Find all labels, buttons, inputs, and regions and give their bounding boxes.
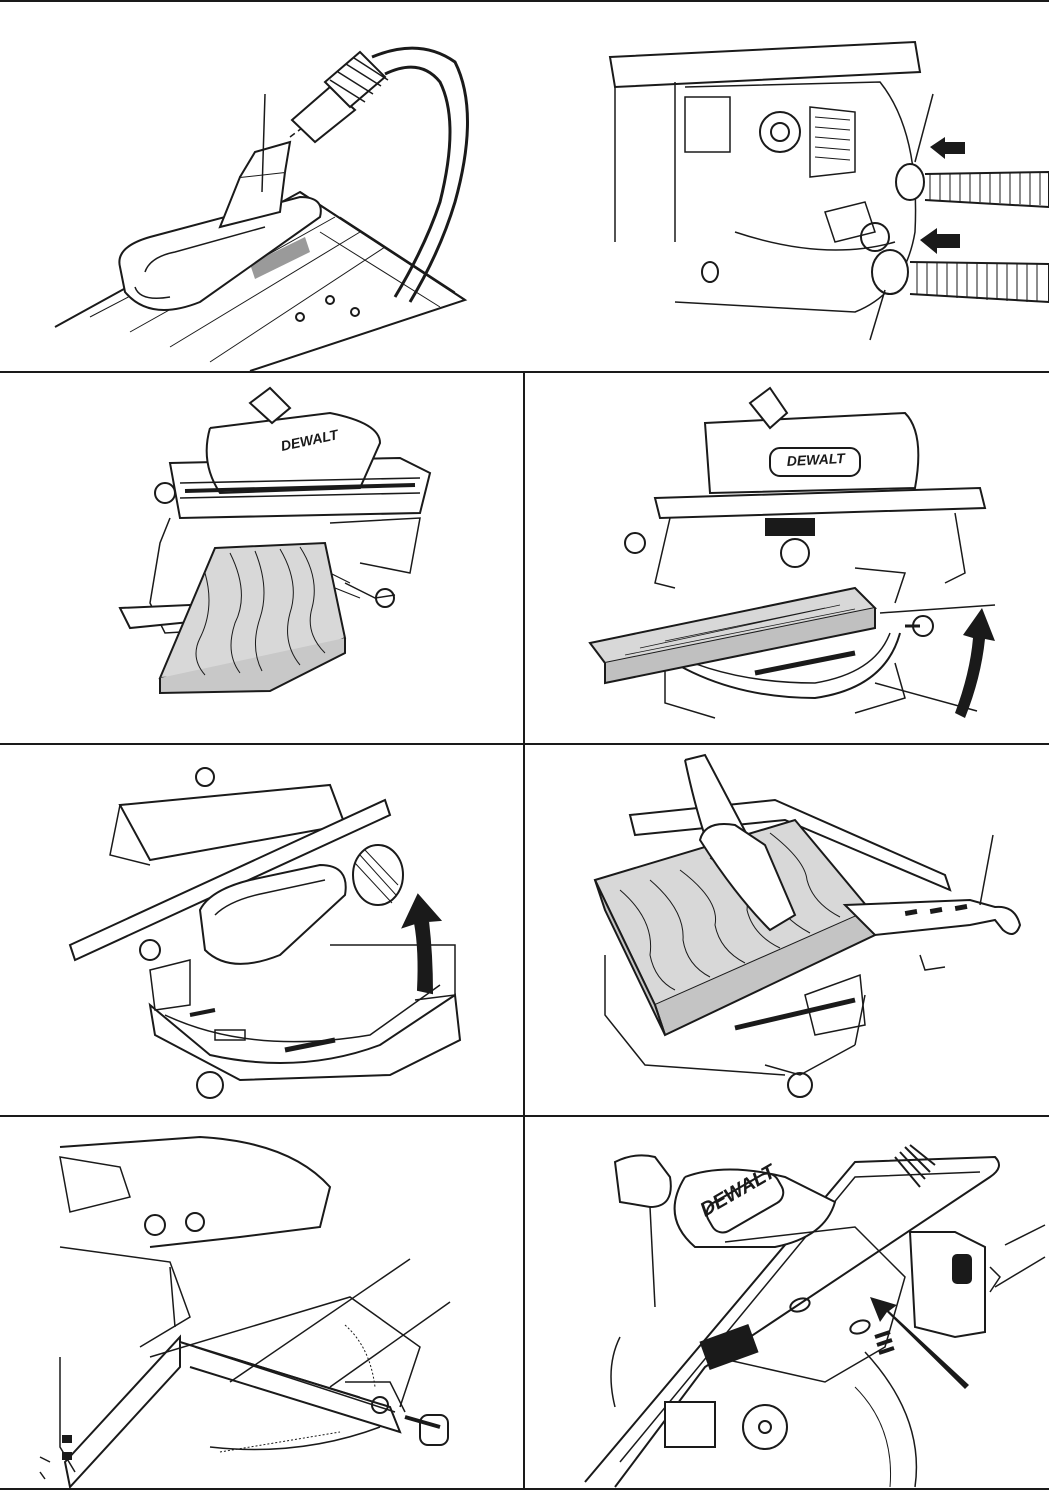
figure-upper-table-lock: DEWALT: [525, 1117, 1049, 1488]
push-stick-icon: [845, 900, 1020, 935]
figure-raising-table: DEWALT: [525, 373, 1049, 743]
figure-dust-hood: [0, 2, 523, 371]
figure-tilting-head: [0, 745, 523, 1115]
logo: DEWALT: [786, 450, 846, 469]
curved-arrow-up-icon: [403, 895, 440, 993]
figure-rear-dust-ports: [525, 2, 1049, 371]
figure-table-mode-workpiece: DEWALT: [0, 373, 523, 743]
figure-fence-detail: [0, 1117, 523, 1488]
figure-rip-cut: [525, 745, 1049, 1115]
curved-arrow-up-icon: [955, 608, 995, 718]
